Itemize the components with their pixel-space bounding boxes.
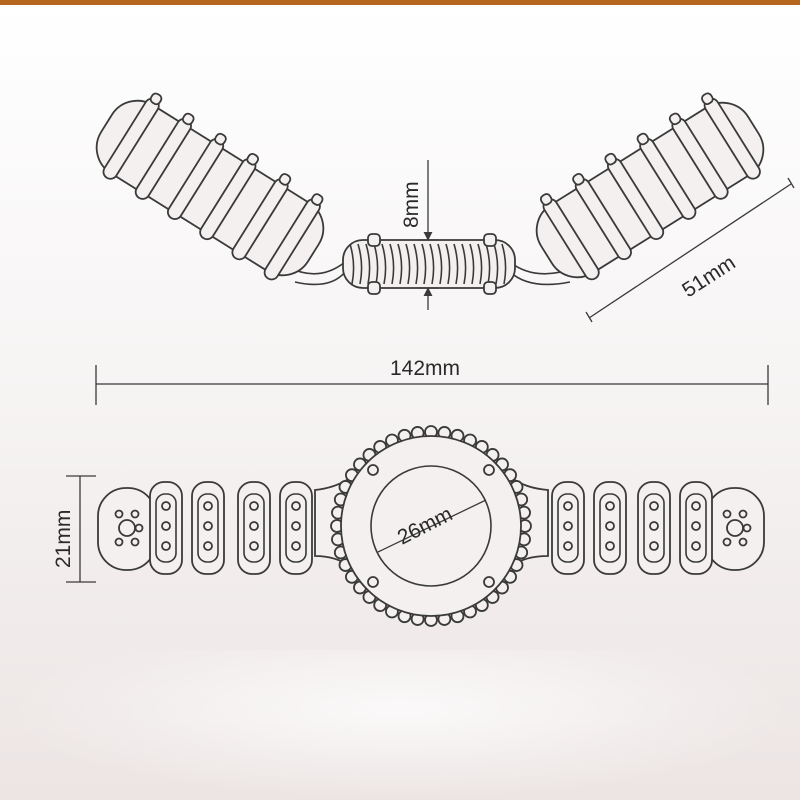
twist-groove: [453, 243, 459, 285]
center-ring: 26mm: [330, 425, 532, 627]
end-cap-dot: [130, 537, 140, 547]
roller-dot: [203, 501, 213, 511]
rib-nub: [539, 193, 553, 206]
roller-inner: [243, 493, 265, 563]
roller-dot: [203, 521, 213, 531]
side-view: [95, 92, 765, 295]
twist-groove: [397, 243, 403, 285]
roller-dot: [691, 521, 701, 531]
twist-groove: [421, 243, 427, 285]
top-accent-bar: [0, 0, 800, 5]
roller-inner: [285, 493, 307, 563]
twist-groove: [437, 243, 443, 285]
roller-dot: [605, 501, 615, 511]
roller-dot: [649, 541, 659, 551]
dim-roller-diameter: 21mm: [52, 475, 96, 583]
roller-dot: [605, 521, 615, 531]
rib-nub: [572, 173, 585, 186]
roller-dot: [161, 521, 171, 531]
rib-nub: [149, 92, 163, 106]
twist-groove: [413, 243, 419, 285]
end-cap-dot: [114, 509, 124, 519]
left-arm-ribs: [102, 92, 324, 281]
end-cap-dot: [114, 537, 124, 547]
side-center-twist: [342, 233, 516, 295]
right-arm-ribs: [539, 92, 761, 281]
twist-groove: [373, 243, 379, 285]
twist-groove: [429, 243, 435, 285]
rib-nub: [701, 92, 714, 106]
roller-dot: [291, 541, 301, 551]
twist-groove: [389, 243, 395, 285]
end-cap-dot: [134, 523, 144, 533]
rib-nub: [604, 152, 617, 166]
twist-groove: [365, 243, 371, 285]
roller-dot: [249, 501, 259, 511]
roller-dot: [291, 521, 301, 531]
label-arm-length: 51mm: [678, 251, 739, 302]
twist-groove: [477, 243, 483, 285]
twist-groove: [381, 243, 387, 285]
roller-dot: [563, 521, 573, 531]
rib-nub: [636, 132, 650, 146]
roller-inner: [685, 493, 707, 563]
twist-groove: [501, 243, 507, 285]
roller-dot: [291, 501, 301, 511]
inner-circle: [370, 465, 492, 587]
side-left-arm: [95, 92, 325, 281]
twist-groove: [485, 243, 491, 285]
dim-total-length: 142mm: [95, 357, 769, 405]
roller-dot: [161, 501, 171, 511]
left-roller-group: [97, 481, 313, 575]
dim-center-thickness: 8mm: [400, 160, 438, 310]
rib-nub: [181, 112, 195, 126]
end-cap-dot: [742, 523, 752, 533]
rib-nub: [668, 112, 682, 126]
twist-groove: [357, 243, 363, 285]
label-center-thickness: 8mm: [400, 181, 423, 228]
end-cap-dot: [722, 509, 732, 519]
roller-dot: [691, 541, 701, 551]
end-cap-dot: [130, 509, 140, 519]
end-cap-dot: [738, 509, 748, 519]
twist-groove: [469, 243, 475, 285]
twist-grooves: [349, 243, 507, 285]
twist-groove: [493, 243, 499, 285]
rib-nub: [214, 132, 227, 146]
rib-nub: [278, 173, 292, 186]
roller-dot: [249, 541, 259, 551]
roller-dot: [161, 541, 171, 551]
right-roller-group: [551, 481, 765, 575]
rib-nub: [246, 152, 259, 166]
side-right-arm: [535, 92, 765, 281]
twist-groove: [349, 243, 355, 285]
label-total-length: 142mm: [390, 357, 460, 380]
roller-dot: [563, 541, 573, 551]
roller-dot: [649, 501, 659, 511]
roller-dot: [691, 501, 701, 511]
end-cap-dot: [738, 537, 748, 547]
end-cap-center: [118, 519, 136, 537]
roller-inner: [643, 493, 665, 563]
twist-groove: [445, 243, 451, 285]
roller-inner: [557, 493, 579, 563]
roller-inner: [197, 493, 219, 563]
rib-nub: [310, 193, 324, 206]
twist-groove: [461, 243, 467, 285]
background-glow: [0, 650, 800, 800]
roller-dot: [249, 521, 259, 531]
twist-groove: [405, 243, 411, 285]
roller-dot: [605, 541, 615, 551]
end-cap-center: [726, 519, 744, 537]
roller-inner: [155, 493, 177, 563]
label-roller-diameter: 21mm: [52, 510, 75, 568]
roller-dot: [563, 501, 573, 511]
roller-dot: [203, 541, 213, 551]
top-view: 26mm: [97, 425, 765, 627]
roller-dot: [649, 521, 659, 531]
roller-inner: [599, 493, 621, 563]
end-cap-dot: [722, 537, 732, 547]
